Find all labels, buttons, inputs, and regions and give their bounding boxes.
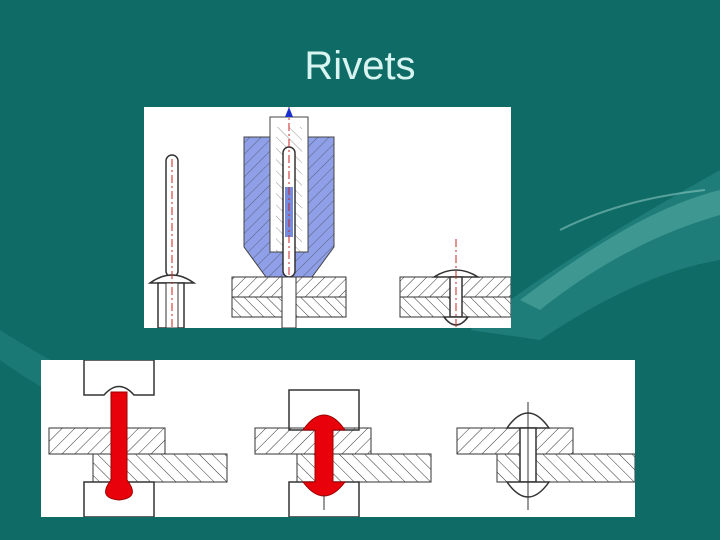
rivet-joint-finished	[456, 402, 635, 510]
blind-rivet-setting-tool	[231, 107, 347, 328]
blind-rivet-diagram-panel	[144, 107, 511, 328]
blind-rivet-set	[399, 239, 511, 328]
hot-rivet-inserted	[48, 360, 228, 517]
solid-rivet-diagram-panel	[41, 360, 635, 517]
hot-rivet-formed	[254, 389, 432, 517]
slide-title: Rivets	[304, 44, 416, 88]
blind-rivet-unset	[147, 154, 197, 328]
